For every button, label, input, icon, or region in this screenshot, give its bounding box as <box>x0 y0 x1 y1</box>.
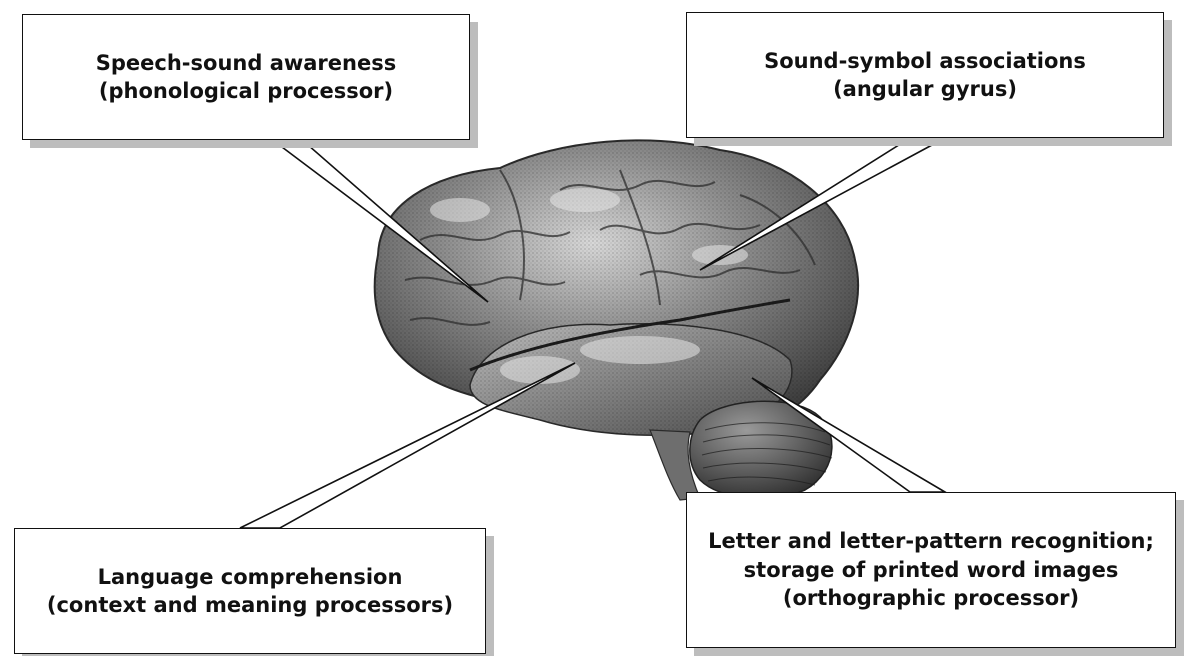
pointer-language <box>240 363 575 528</box>
label-letter-pattern-recognition: Letter and letter-pattern recognition; s… <box>686 492 1176 648</box>
label-language-comprehension: Language comprehension (context and mean… <box>14 528 486 654</box>
label-sound-symbol-line1: Sound-symbol associations <box>764 47 1086 75</box>
label-sound-symbol-associations: Sound-symbol associations (angular gyrus… <box>686 12 1164 138</box>
label-letter-pattern-line2: storage of printed word images <box>708 556 1154 584</box>
label-language-line1: Language comprehension <box>47 563 453 591</box>
label-speech-sound-line2: (phonological processor) <box>96 77 396 105</box>
label-letter-pattern-line1: Letter and letter-pattern recognition; <box>708 527 1154 555</box>
label-sound-symbol-line2: (angular gyrus) <box>764 75 1086 103</box>
brain-shape <box>375 140 858 500</box>
label-language-line2: (context and meaning processors) <box>47 591 453 619</box>
label-speech-sound-line1: Speech-sound awareness <box>96 49 396 77</box>
label-letter-pattern-line3: (orthographic processor) <box>708 584 1154 612</box>
label-speech-sound-awareness: Speech-sound awareness (phonological pro… <box>22 14 470 140</box>
